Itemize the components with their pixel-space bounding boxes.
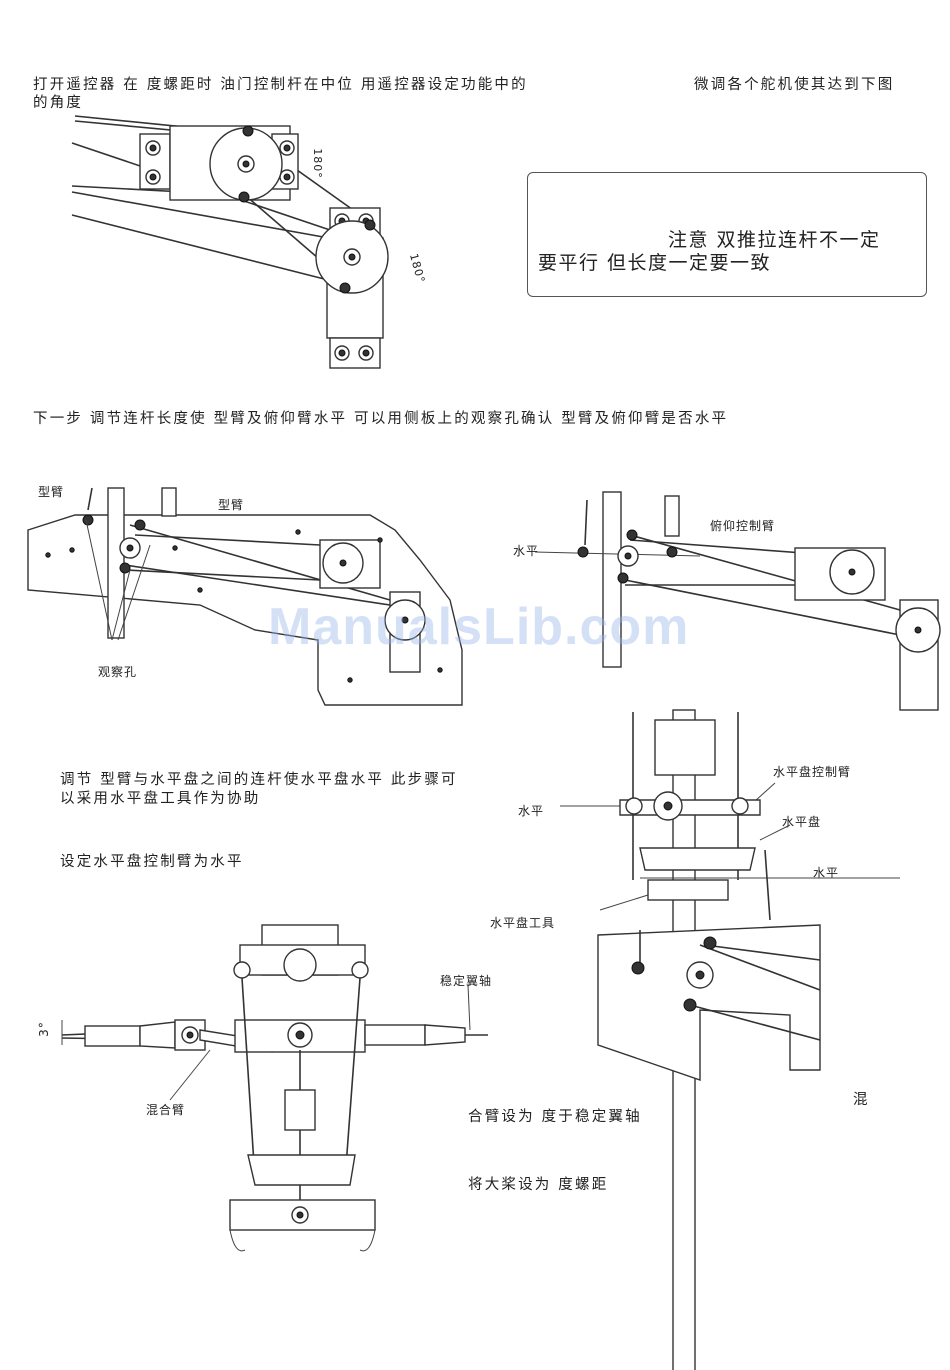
- watermark: ManualsLib.com: [268, 597, 689, 657]
- rotor-head-diagram: [62, 925, 488, 1251]
- servo-diagram-top: [72, 116, 388, 368]
- swashplate-diagram: [560, 710, 900, 1370]
